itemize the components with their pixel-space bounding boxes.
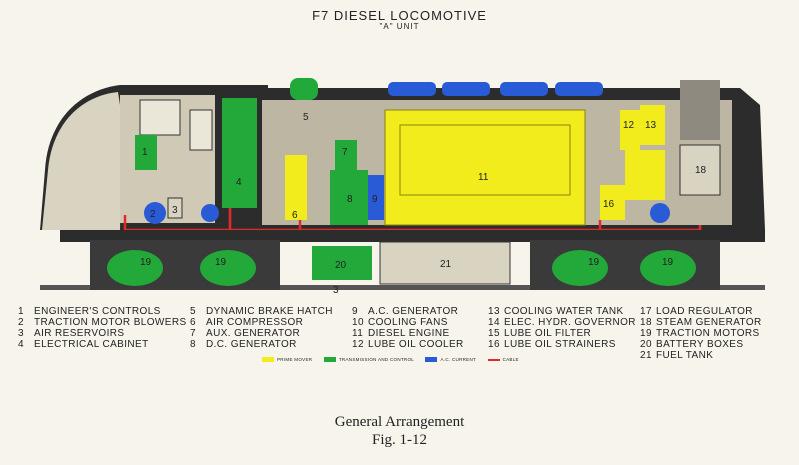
callout-19-b: 19: [215, 257, 227, 268]
prime-mover-label: PRIME MOVER: [277, 357, 313, 362]
ac-current-label: A.C. CURRENT: [440, 357, 477, 362]
cooling-fan-4: [555, 82, 603, 96]
transmission-swatch: [323, 357, 336, 363]
diesel-engine: [384, 109, 586, 226]
underframe: [60, 230, 765, 242]
diagram-subtitle: "A" UNIT: [379, 22, 420, 31]
callout-5: 5: [303, 112, 309, 123]
callout-20: 20: [335, 260, 347, 271]
callout-7: 7: [342, 147, 348, 158]
traction-motor-3: [552, 250, 608, 286]
callout-1: 1: [142, 147, 148, 158]
traction-motor-4: [640, 250, 696, 286]
ac-current-swatch: [425, 357, 438, 363]
battery-box: [312, 246, 372, 280]
callout-12: 12: [623, 120, 635, 131]
steam-generator: [679, 144, 721, 196]
callout-3: 3: [172, 205, 178, 216]
lube-oil-cooler: [620, 110, 640, 150]
figure-caption: General Arrangement: [334, 414, 465, 430]
dynamic-brake-hatch: [290, 78, 318, 100]
cable-label: CABLE: [502, 357, 519, 362]
figure-number: Fig. 1-12: [371, 432, 427, 448]
callout-4: 4: [236, 177, 242, 188]
electrical-cabinet: [222, 98, 257, 208]
transmission-label: TRANSMISSION AND CONTROL: [338, 357, 414, 362]
callout-2: 2: [150, 209, 156, 220]
callout-21: 21: [440, 259, 452, 270]
air-reservoir-cab: [167, 197, 183, 219]
callout-11: 11: [478, 172, 489, 183]
fuel-tank: [379, 241, 511, 285]
cooling-fan-3: [500, 82, 548, 96]
locomotive-cutaway: 1 2 3 3 4 5 6 7 8 9 11 12 13 16 18 19 19…: [40, 78, 765, 296]
traction-motor-blower-rear: [201, 204, 219, 222]
rear-compartment: [680, 80, 720, 140]
load-regulator: [625, 150, 665, 200]
dc-generator: [330, 170, 368, 225]
track-rail: [40, 285, 765, 290]
callout-9: 9: [372, 194, 378, 205]
color-key: PRIME MOVER TRANSMISSION AND CONTROL A.C…: [262, 357, 519, 363]
diagram-title: F7 DIESEL LOCOMOTIVE: [312, 8, 487, 23]
cab-door: [189, 109, 213, 151]
callout-8: 8: [347, 194, 353, 205]
rear-blower: [650, 203, 670, 223]
engineers-controls: [135, 135, 157, 170]
cooling-water-tank: [640, 105, 665, 145]
cab-window: [139, 99, 181, 136]
cooling-fan-2: [442, 82, 490, 96]
nose-cream: [42, 92, 122, 230]
traction-motor-2: [200, 250, 256, 286]
cable-swatch: [487, 358, 500, 361]
callout-19-c: 19: [588, 257, 600, 268]
air-compressor: [285, 155, 307, 220]
traction-motor-1: [107, 250, 163, 286]
callout-19-a: 19: [140, 257, 152, 268]
callout-13: 13: [645, 120, 657, 131]
lube-oil-strainers: [600, 185, 625, 220]
aux-generator: [335, 140, 357, 175]
prime-mover-swatch: [262, 357, 274, 363]
ac-generator: [368, 175, 384, 220]
callout-18: 18: [695, 165, 707, 176]
cooling-fan-1: [388, 82, 436, 96]
engine-block-detail: [399, 124, 571, 196]
traction-motor-blower-front: [144, 202, 166, 224]
callout-16: 16: [603, 199, 615, 210]
callout-3-lower: 3: [333, 285, 339, 296]
callout-19-d: 19: [662, 257, 674, 268]
callout-6: 6: [292, 210, 298, 221]
